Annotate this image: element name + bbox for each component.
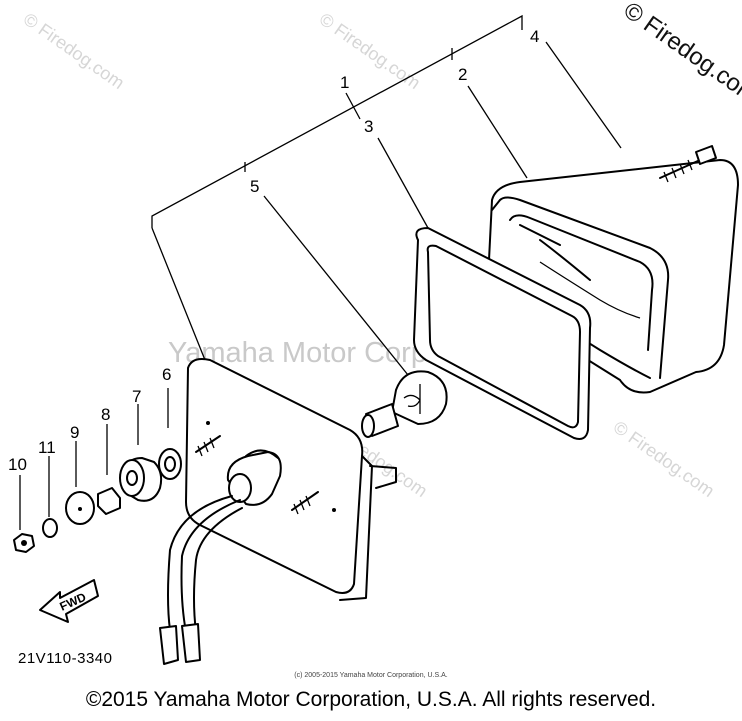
callouts: 1 2 3 4 5 6 7 8 9 10 11 bbox=[8, 27, 539, 474]
watermark-firedog: © Firedog.com bbox=[610, 417, 718, 501]
callout-11: 11 bbox=[38, 438, 56, 457]
callout-8: 8 bbox=[101, 405, 110, 424]
watermark-firedog-top-right: © Firedog.com bbox=[619, 0, 742, 109]
callout-10: 10 bbox=[8, 455, 27, 474]
leader-line-2 bbox=[467, 85, 528, 179]
callout-1: 1 bbox=[340, 73, 349, 92]
leader-line-3 bbox=[377, 137, 429, 229]
bulb bbox=[361, 370, 448, 438]
callout-5: 5 bbox=[250, 177, 259, 196]
screw bbox=[659, 145, 717, 183]
fwd-arrow: FWD bbox=[39, 579, 99, 623]
base-plate bbox=[185, 358, 397, 601]
leader-line bbox=[345, 92, 361, 120]
callout-2: 2 bbox=[458, 65, 467, 84]
watermark-firedog: © Firedog.com bbox=[316, 9, 424, 93]
bracket-lines bbox=[19, 14, 622, 530]
leader-line-4 bbox=[545, 41, 622, 149]
wire-harness bbox=[159, 495, 243, 665]
part-8-collar bbox=[97, 487, 121, 515]
small-copyright: (c) 2005-2015 Yamaha Motor Corporation, … bbox=[294, 672, 448, 679]
small-parts bbox=[13, 448, 182, 553]
diagram-code: 21V110-3340 bbox=[18, 650, 113, 667]
leader-line bbox=[151, 227, 206, 361]
part-11-lockwasher bbox=[42, 518, 58, 538]
footer-copyright: ©2015 Yamaha Motor Corporation, U.S.A. A… bbox=[85, 688, 657, 711]
watermark-firedog: © Firedog.com bbox=[20, 9, 128, 93]
hole bbox=[206, 421, 210, 425]
gasket bbox=[413, 227, 592, 440]
bracket-line bbox=[151, 14, 523, 228]
callout-7: 7 bbox=[132, 387, 141, 406]
callout-3: 3 bbox=[364, 117, 373, 136]
leader-line-5 bbox=[263, 195, 409, 376]
callout-4: 4 bbox=[530, 27, 539, 46]
hole bbox=[332, 508, 336, 512]
callout-9: 9 bbox=[70, 423, 79, 442]
callout-6: 6 bbox=[162, 365, 171, 384]
